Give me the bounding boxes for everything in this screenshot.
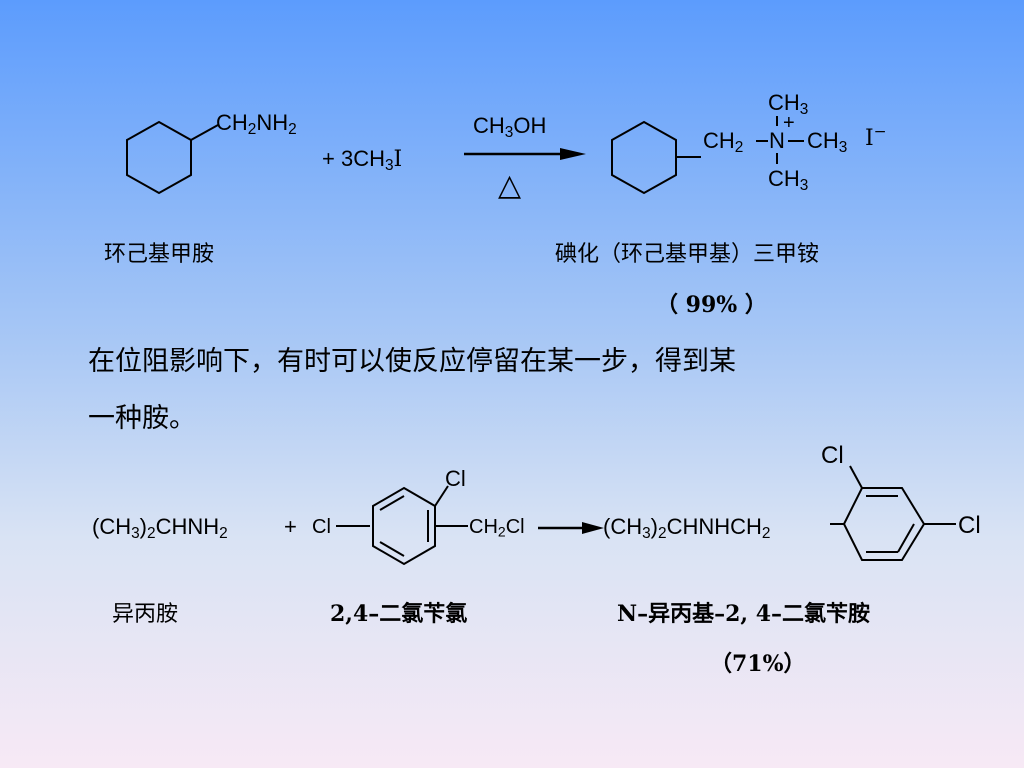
- product-ch2: CH2: [703, 128, 744, 156]
- halide-name: 2,4–二氯苄氯: [330, 601, 468, 627]
- yield-2: （71%）: [710, 651, 806, 677]
- isopropylamine-formula: (CH3)2CHNH2: [92, 514, 228, 542]
- methyl-iodide-reagent: + 3CH3I: [322, 146, 403, 174]
- product-bottom-methyl: CH3: [768, 166, 809, 194]
- benzene-ring-product: [830, 465, 956, 561]
- reaction-arrow-1: [464, 148, 586, 160]
- chlorine-right-product: Cl: [958, 512, 981, 539]
- product-name-1: 碘化（环己基甲基）三甲铵: [555, 242, 820, 267]
- heat-symbol: △: [498, 169, 522, 202]
- reactant-name-1: 环己基甲胺: [104, 242, 215, 267]
- chlorine-left: Cl: [312, 516, 331, 538]
- paragraph-line-1: 在位阻影响下，有时可以使反应停留在某一步，得到某: [88, 346, 736, 377]
- product-right-methyl: CH3: [807, 128, 848, 156]
- chlorine-top-reactant: Cl: [445, 466, 466, 491]
- product-name-2: N–异丙基–2, 4–二氯苄胺: [617, 601, 871, 627]
- cyclohexane-ring-left: [126, 120, 219, 195]
- iodide-ion: I−: [865, 122, 887, 151]
- product-top-methyl: CH3: [768, 90, 809, 118]
- cyclohexane-ring-right: [611, 120, 701, 195]
- aminomethyl-group: CH2NH2: [216, 110, 297, 138]
- chlorine-top-product: Cl: [821, 442, 844, 469]
- plus-sign: +: [284, 514, 297, 539]
- paragraph-line-2: 一种胺。: [88, 403, 196, 434]
- yield-1: （ 99% ）: [656, 292, 767, 318]
- positive-charge: +: [783, 112, 795, 134]
- solvent-label: CH3OH: [473, 113, 547, 141]
- quaternary-nitrogen: N: [769, 128, 785, 153]
- amine-name: 异丙胺: [112, 602, 179, 627]
- product-amine-formula: (CH3)2CHNHCH2: [603, 514, 771, 542]
- product-bonds: [756, 116, 804, 164]
- reaction-arrow-2: [538, 522, 604, 534]
- benzene-ring-reactant: [336, 485, 468, 566]
- chloromethyl-group: CH2Cl: [469, 516, 525, 540]
